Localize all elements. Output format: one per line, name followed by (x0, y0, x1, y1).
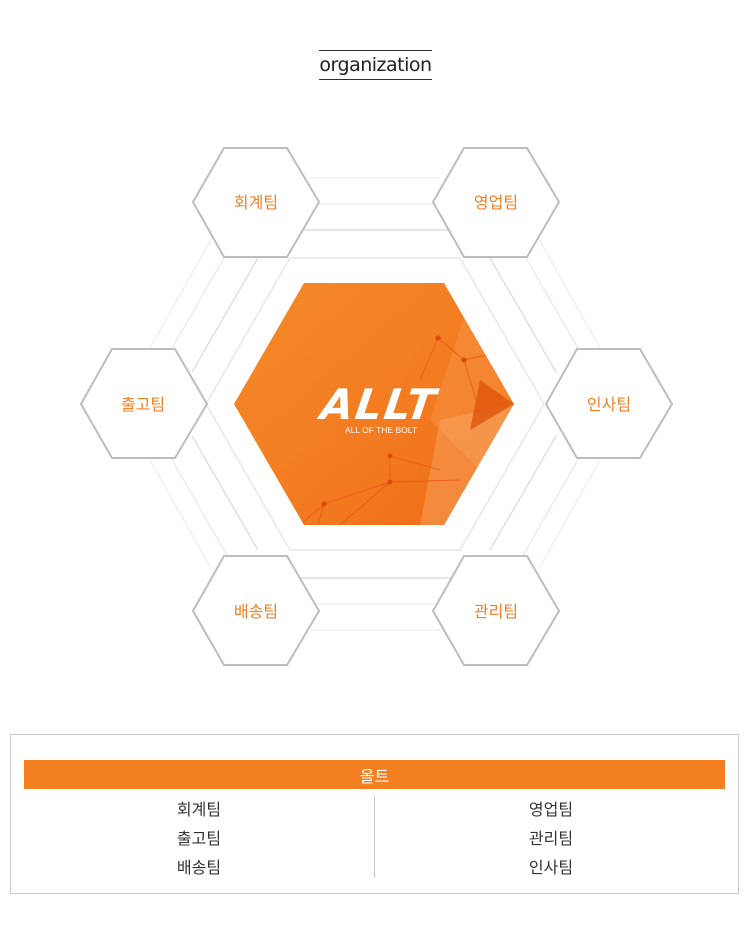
team-label: 영업팀 (474, 193, 518, 212)
org-table-header: 올트 (24, 760, 725, 789)
team-hex-management: 관리팀 (433, 556, 559, 665)
org-table-item: 출고팀 (177, 824, 221, 853)
team-hex-hr: 인사팀 (546, 349, 672, 458)
org-table-item: 관리팀 (529, 824, 573, 853)
team-hex-delivery: 배송팀 (193, 556, 319, 665)
team-label: 관리팀 (474, 602, 518, 621)
org-table-divider (374, 796, 375, 878)
team-label: 회계팀 (234, 193, 278, 212)
org-table-item: 배송팀 (177, 853, 221, 882)
team-label: 인사팀 (587, 395, 631, 414)
org-table-left-column: 회계팀 출고팀 배송팀 (24, 795, 374, 882)
org-table: 올트 회계팀 출고팀 배송팀 영업팀 관리팀 인사팀 (10, 734, 739, 894)
logo-wordmark: ALLT (315, 380, 442, 429)
org-table-item: 회계팀 (177, 795, 221, 824)
org-table-item: 인사팀 (529, 853, 573, 882)
team-label: 배송팀 (234, 602, 278, 621)
org-table-item: 영업팀 (529, 795, 573, 824)
org-table-right-column: 영업팀 관리팀 인사팀 (376, 795, 726, 882)
team-hex-accounting: 회계팀 (193, 148, 319, 257)
team-hex-shipping: 출고팀 (81, 349, 207, 458)
logo-tagline: ALL OF THE BOLT (345, 425, 417, 435)
team-label: 출고팀 (121, 395, 165, 414)
organization-diagram: ALLT ALL OF THE BOLT 회계팀 영업팀 출고팀 인사팀 배송팀… (0, 0, 750, 700)
